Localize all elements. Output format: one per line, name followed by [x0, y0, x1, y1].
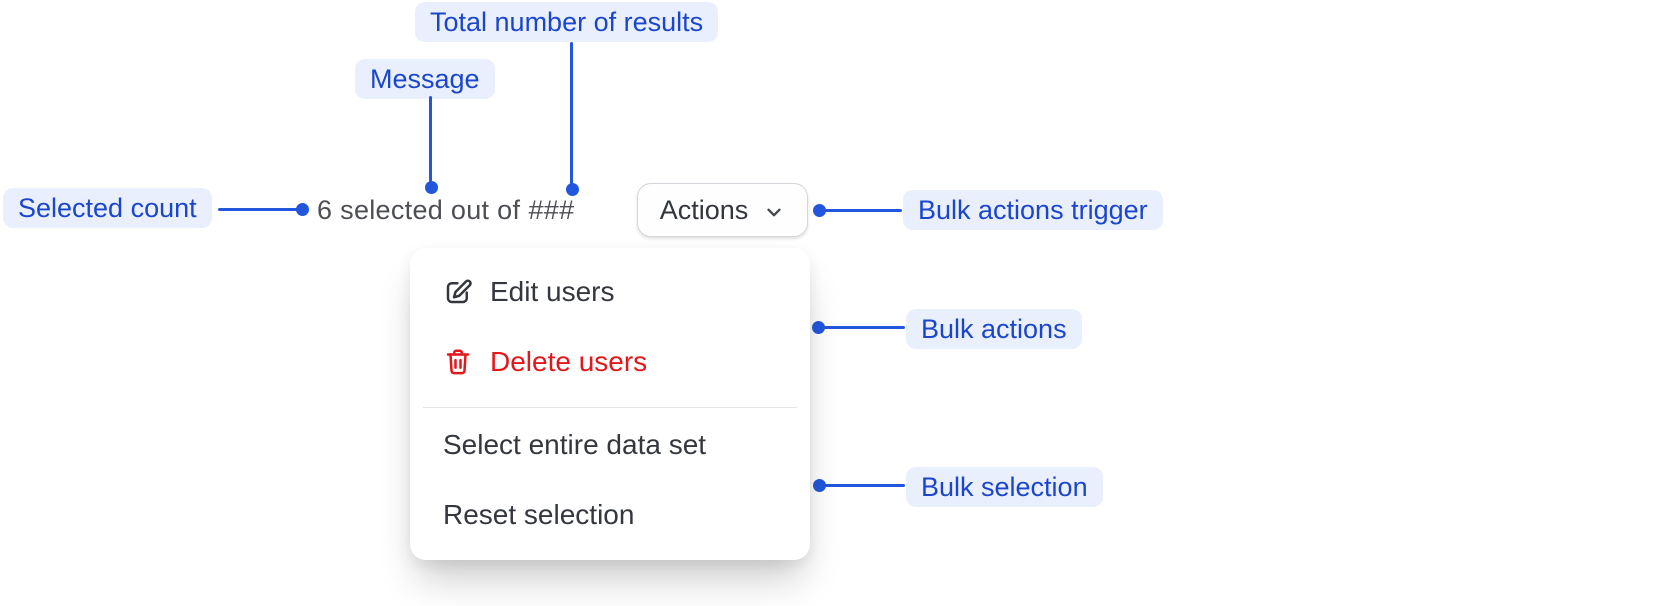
connector-line-bulk-actions-trigger: [822, 209, 902, 212]
menu-item-label: Reset selection: [443, 499, 635, 530]
connector-dot-total-results: [566, 183, 579, 196]
menu-item-select-entire-data-set[interactable]: Select entire data set: [410, 410, 810, 480]
annotation-bulk-actions-trigger: Bulk actions trigger: [903, 190, 1163, 230]
connector-dot-bulk-selection: [813, 479, 826, 492]
menu-item-label: Delete users: [490, 346, 648, 377]
chevron-down-icon: [763, 201, 785, 223]
menu-item-label: Select entire data set: [443, 429, 707, 460]
annotation-bulk-actions: Bulk actions: [906, 309, 1082, 349]
annotation-message: Message: [355, 59, 495, 99]
connector-dot-bulk-actions-trigger: [813, 204, 826, 217]
total-results-placeholder: ###: [528, 195, 575, 225]
menu-item-label: Edit users: [490, 276, 615, 307]
edit-icon: [443, 277, 473, 307]
connector-line-message: [429, 96, 432, 182]
annotation-selected-count: Selected count: [3, 188, 212, 228]
trash-icon: [443, 347, 473, 377]
connector-line-selected-count: [218, 208, 302, 211]
bulk-actions-popover: Edit users Delete users Select entire da…: [410, 248, 810, 560]
menu-item-edit-users[interactable]: Edit users: [410, 257, 810, 327]
annotation-bulk-selection: Bulk selection: [906, 467, 1103, 507]
annotation-total-results: Total number of results: [415, 2, 719, 42]
connector-line-total-results: [570, 42, 573, 186]
selection-message-text: selected out of: [340, 195, 521, 225]
connector-dot-selected-count: [296, 203, 309, 216]
selected-count-value: 6: [317, 195, 333, 225]
menu-item-delete-users[interactable]: Delete users: [410, 327, 810, 397]
connector-line-bulk-actions: [822, 326, 905, 329]
menu-divider: [423, 407, 797, 408]
connector-dot-bulk-actions: [812, 321, 825, 334]
actions-button-label: Actions: [659, 194, 749, 225]
menu-item-reset-selection[interactable]: Reset selection: [410, 480, 810, 550]
selection-summary-message: 6 selected out of ###: [317, 195, 574, 225]
bulk-actions-trigger-button[interactable]: Actions: [637, 183, 808, 237]
connector-dot-message: [425, 181, 438, 194]
connector-line-bulk-selection: [823, 484, 905, 487]
